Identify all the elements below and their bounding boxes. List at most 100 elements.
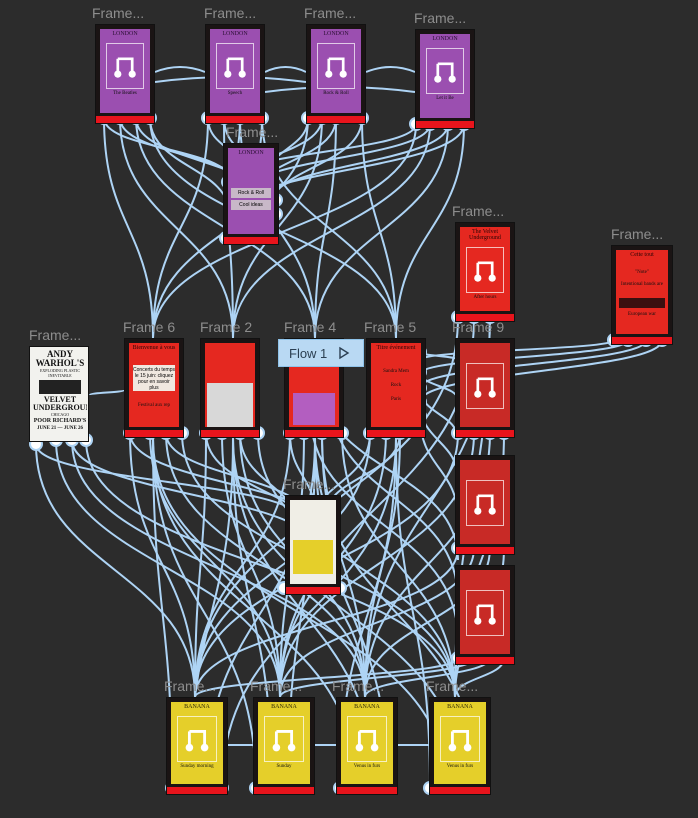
yellow-list[interactable] — [293, 540, 333, 574]
player-bar — [456, 430, 514, 437]
frame-label[interactable]: Frame 2 — [200, 319, 253, 335]
player-bar — [367, 430, 425, 437]
row[interactable]: Sandra Mem — [383, 369, 409, 374]
connection-line[interactable] — [395, 123, 465, 339]
connection-line[interactable] — [71, 439, 317, 551]
connection-line[interactable] — [194, 432, 207, 698]
connection-line[interactable] — [119, 117, 234, 339]
frame-red-1[interactable]: The Velvet Underground After hours — [455, 222, 515, 322]
keyboard[interactable] — [207, 383, 253, 427]
frame-poster[interactable]: ANDY WARHOL'S EXPLODING PLASTIC INEVITAB… — [29, 346, 89, 442]
poster-line: UNDERGROUND — [33, 403, 87, 412]
frame-5[interactable]: Titre événement Sandra Mem Rock Paris — [366, 338, 426, 438]
connection-line[interactable] — [149, 432, 281, 698]
connection-line[interactable] — [365, 66, 416, 73]
frame-label[interactable]: Frame... — [226, 124, 279, 140]
poster-line: CHICAGO — [50, 412, 70, 417]
play-icon — [339, 346, 350, 360]
frame-purple-2[interactable]: LONDON Speech — [205, 24, 265, 124]
frame-label[interactable]: Frame... — [29, 327, 82, 343]
connection-line[interactable] — [265, 117, 363, 217]
connection-line[interactable] — [395, 437, 431, 789]
list-item[interactable]: Cool ideas — [231, 200, 271, 210]
frame-yellow-3[interactable]: BANANA Venus in furs — [336, 697, 398, 795]
frame-red-2[interactable] — [455, 455, 515, 555]
connection-line[interactable] — [103, 117, 154, 339]
frame-label[interactable]: Frame... — [283, 476, 336, 492]
connection-line[interactable] — [152, 123, 417, 339]
player-bar — [286, 587, 340, 594]
frame-label[interactable]: Frame 4 — [284, 319, 337, 335]
frame-label[interactable]: Frame... — [92, 5, 145, 21]
connection-line[interactable] — [261, 117, 397, 339]
poster-line: VELVET — [43, 395, 77, 404]
frame-purple-4[interactable]: LONDON Let it Be — [415, 29, 475, 129]
connection-line[interactable] — [265, 123, 449, 205]
frame-label[interactable]: Frame... — [332, 678, 385, 694]
screen-header: BANANA — [271, 704, 297, 710]
connection-line[interactable] — [194, 657, 459, 698]
player-bar — [201, 430, 259, 437]
poster-line: EXPLODING PLASTIC INEVITABLE — [39, 368, 81, 378]
player-bar — [285, 430, 343, 437]
connection-line[interactable] — [55, 439, 281, 698]
connection-line[interactable] — [194, 432, 291, 698]
connection-line[interactable] — [361, 117, 397, 339]
frame-9[interactable] — [455, 338, 515, 438]
frame-label[interactable]: Frame... — [414, 10, 467, 26]
connection-line[interactable] — [129, 432, 196, 698]
row[interactable]: Rock — [390, 383, 402, 388]
frame-label[interactable]: Frame... — [204, 5, 257, 21]
frame-list[interactable] — [285, 495, 341, 595]
connection-line[interactable] — [89, 389, 125, 396]
frame-yellow-1[interactable]: BANANA Sunday morning — [166, 697, 228, 795]
frame-yellow-4[interactable]: BANANA Venus in furs — [429, 697, 491, 795]
connection-line[interactable] — [364, 432, 401, 698]
frame-label[interactable]: Frame 6 — [123, 319, 176, 335]
connection-line[interactable] — [419, 339, 647, 389]
frame-label[interactable]: Frame 5 — [364, 319, 417, 335]
connection-line[interactable] — [103, 117, 231, 181]
connection-line[interactable] — [35, 443, 301, 521]
connection-line[interactable] — [419, 339, 615, 361]
frame-purple-list[interactable]: LONDON Rock & Roll Cool ideas — [223, 143, 279, 245]
frame-label[interactable]: Frame... — [250, 678, 303, 694]
frame-info[interactable]: Cette tout "Note" Intentional bands are … — [611, 245, 673, 345]
frame-label[interactable]: Frame... — [164, 678, 217, 694]
row[interactable]: Paris — [391, 397, 401, 402]
frame-purple-1[interactable]: LONDON The Beatles — [95, 24, 155, 124]
connection-line[interactable] — [264, 66, 307, 73]
connection-line[interactable] — [194, 432, 371, 698]
connection-line[interactable] — [419, 339, 629, 375]
info-line: European war — [628, 312, 656, 317]
connection-line[interactable] — [221, 432, 281, 698]
frame-red-3[interactable] — [455, 565, 515, 665]
connection-line[interactable] — [314, 117, 337, 339]
list-item[interactable]: Rock & Roll — [231, 188, 271, 198]
connection-line[interactable] — [35, 443, 196, 698]
track-title: The Beatles — [113, 91, 137, 96]
frame-purple-3[interactable]: LONDON Rock & Roll — [306, 24, 366, 124]
connection-line[interactable] — [152, 117, 209, 339]
connection-line[interactable] — [154, 66, 206, 73]
frame-label[interactable]: Frame... — [452, 203, 505, 219]
music-note-icon — [466, 363, 504, 409]
track-title: Speech — [227, 91, 243, 96]
frame-label[interactable]: Frame 9 — [452, 319, 505, 335]
track-title: Sunday — [276, 764, 292, 769]
frame-2[interactable] — [200, 338, 260, 438]
connection-line[interactable] — [149, 117, 231, 217]
frame-label[interactable]: Frame... — [611, 226, 664, 242]
music-note-icon — [426, 48, 464, 94]
frame-label[interactable]: Frame... — [426, 678, 479, 694]
frame-label[interactable]: Frame... — [304, 5, 357, 21]
flow-start-button[interactable]: Flow 1 — [278, 339, 364, 367]
frame-6[interactable]: Bienvenue à vous Concerts du temps le 15… — [124, 338, 184, 438]
connection-line[interactable] — [341, 432, 456, 698]
connection-line[interactable] — [314, 123, 449, 339]
player-bar — [125, 430, 183, 437]
frame-yellow-2[interactable]: BANANA Sunday — [253, 697, 315, 795]
player-bar — [337, 787, 397, 794]
connection-line[interactable] — [85, 439, 456, 698]
